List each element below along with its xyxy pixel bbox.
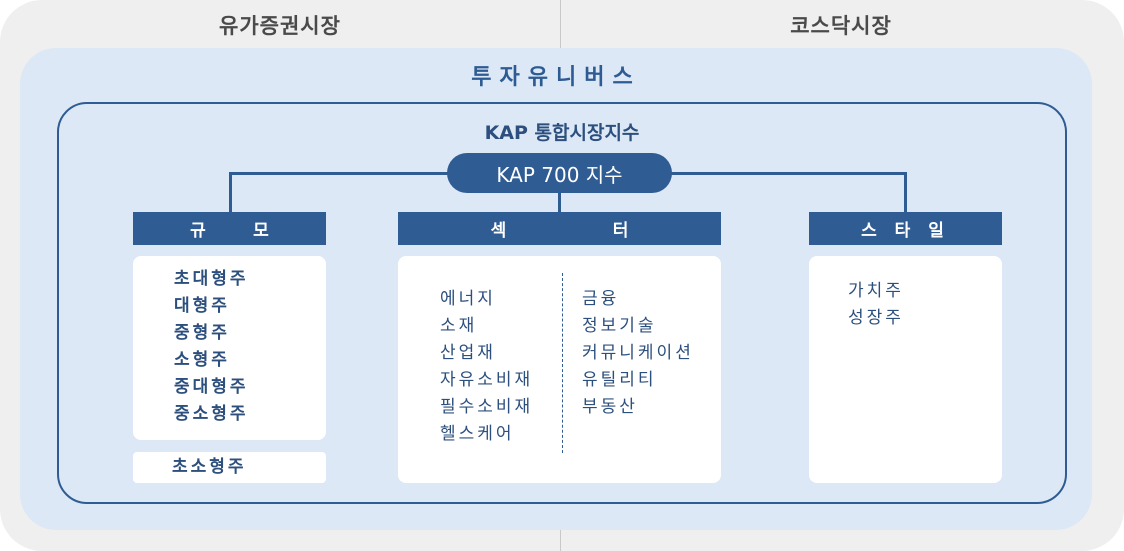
sector-list-box: [398, 256, 721, 483]
style-list-box: [809, 256, 1002, 483]
category-sector-header: 섹 터: [398, 212, 721, 245]
kap700-index-pill: KAP 700 지수: [447, 153, 672, 193]
category-style-header: 스 타 일: [809, 212, 1002, 245]
integrated-index-frame: [57, 102, 1067, 504]
integrated-index-title: KAP 통합시장지수: [484, 122, 640, 144]
list-item: 자유소비재: [440, 370, 534, 390]
list-item: 초대형주: [174, 269, 249, 289]
market-divider-top: [560, 0, 561, 48]
list-item: 가치주: [848, 281, 904, 301]
list-item: 정보기술: [582, 316, 657, 336]
connector-center-vertical: [558, 192, 561, 213]
list-item: 에너지: [440, 289, 496, 309]
market-label-kospi: 유가증권시장: [219, 14, 341, 38]
list-item: 커뮤니케이션: [582, 343, 694, 363]
connector-left-horizontal: [229, 172, 448, 175]
connector-left-vertical: [229, 172, 232, 213]
list-item: 유틸리티: [582, 370, 657, 390]
list-item: 중대형주: [174, 377, 249, 397]
market-divider-bottom: [560, 530, 561, 551]
list-item: 중소형주: [174, 404, 249, 424]
list-item: 소형주: [174, 350, 230, 370]
list-item: 헬스케어: [440, 424, 515, 444]
extra-size-box: [133, 452, 326, 483]
extra-size-label: 초소형주: [172, 454, 247, 481]
connector-right-horizontal: [671, 172, 907, 175]
style-list: 가치주 성장주: [848, 278, 904, 332]
sector-list-right: 금융 정보기술 커뮤니케이션 유틸리티 부동산: [582, 286, 694, 421]
size-list-box: [133, 256, 326, 440]
list-item: 필수소비재: [440, 397, 534, 417]
sector-column-divider: [562, 273, 563, 453]
list-item: 초소형주: [172, 457, 247, 477]
list-item: 성장주: [848, 308, 904, 328]
universe-title: 투자유니버스: [471, 65, 641, 90]
size-list: 초대형주 대형주 중형주 소형주 중대형주 중소형주: [174, 266, 249, 428]
list-item: 산업재: [440, 343, 496, 363]
category-size-header: 규 모: [133, 212, 326, 245]
market-label-kosdaq: 코스닥시장: [790, 14, 892, 38]
sector-list-left: 에너지 소재 산업재 자유소비재 필수소비재 헬스케어: [440, 286, 533, 448]
connector-right-vertical: [904, 172, 907, 213]
list-item: 소재: [440, 316, 478, 336]
list-item: 금융: [582, 289, 620, 309]
list-item: 부동산: [582, 397, 638, 417]
list-item: 대형주: [174, 296, 230, 316]
list-item: 중형주: [174, 323, 230, 343]
